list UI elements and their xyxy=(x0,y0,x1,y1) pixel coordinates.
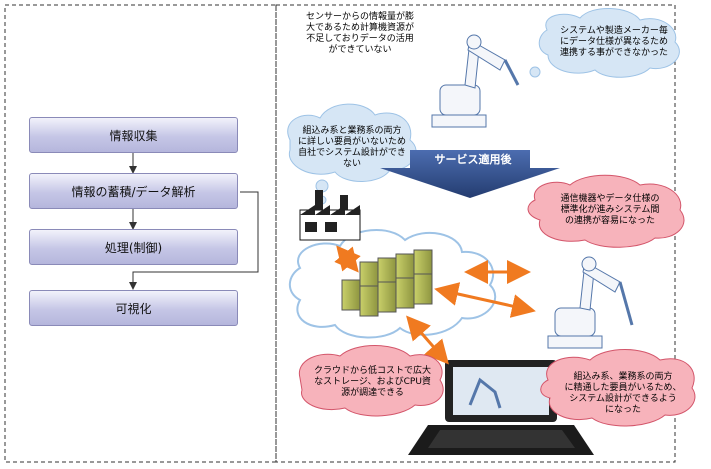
benefit-text-cloud: クラウドから低コストで広大 なストレージ、およびCPU資 源が調達できる xyxy=(313,366,431,398)
service-arrow xyxy=(380,150,560,198)
robot-arm-icon-top xyxy=(431,34,520,128)
problem-text-right: システムや製造メーカー毎 にデータ仕様が異なるため 連携する事ができなかった xyxy=(559,26,668,58)
benefit-bubble-staff xyxy=(540,349,696,427)
server-rack xyxy=(341,249,433,317)
benefit-bubble-standard xyxy=(527,174,685,248)
left-frame xyxy=(4,4,277,463)
problem-cloud-right xyxy=(529,7,680,78)
feedback-connector xyxy=(129,191,259,290)
problem-text-left: 組込み系と業務系の両方 に詳しい要員がいないため 自社でシステム設計ができ ない xyxy=(297,126,406,169)
benefit-text-staff: 組込み系、業務系の両方 に精通した要員がいるため、 システム設計ができるよう に… xyxy=(564,372,682,415)
laptop-icon xyxy=(408,360,594,455)
step-visualization: 可視化 xyxy=(29,290,238,326)
robot-arm-icon-right xyxy=(547,256,634,349)
benefit-text-standard: 通信機器やデータ仕様の 標準化が進みシステム間 の連携が容易になった xyxy=(560,194,660,226)
benefit-bubble-cloud xyxy=(298,345,444,417)
link-arrow xyxy=(434,282,536,318)
link-arrow xyxy=(406,315,449,365)
right-frame xyxy=(275,4,676,463)
step-control: 処理(制御) xyxy=(29,229,238,265)
step-storage-analysis: 情報の蓄積/データ解析 xyxy=(29,173,238,209)
problem-cloud-top xyxy=(284,6,434,74)
service-arrow-label: サービス適用後 xyxy=(434,153,512,166)
factory-icon xyxy=(299,190,361,241)
problem-text-top: センサーからの情報量が膨 大であるため計算機資源が 不足しておりデータの活用 が… xyxy=(305,12,414,55)
link-arrow xyxy=(334,245,361,273)
step-info-collection: 情報収集 xyxy=(29,117,238,153)
